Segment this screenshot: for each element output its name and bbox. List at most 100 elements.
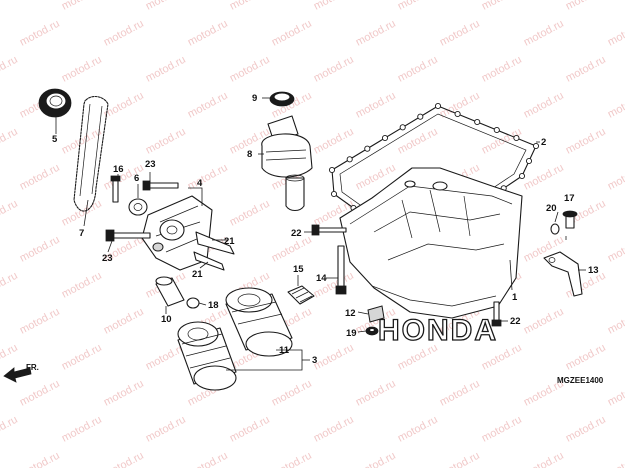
- watermark-text: motod.ru: [438, 378, 482, 409]
- watermark-text: motod.ru: [144, 54, 188, 85]
- oil-pipe-10[interactable]: [155, 276, 185, 307]
- washer-20[interactable]: [550, 223, 560, 235]
- callout-4: 4: [197, 178, 203, 189]
- diagram-code: MGZEE1400: [557, 376, 604, 385]
- watermark-text: motod.ru: [606, 450, 625, 468]
- callout-15: 15: [293, 264, 304, 275]
- callout-17: 17: [564, 193, 575, 204]
- callout-18: 18: [208, 300, 219, 311]
- bolt-16[interactable]: [110, 175, 121, 203]
- callout-9: 9: [252, 93, 257, 104]
- watermark-text: motod.ru: [0, 0, 20, 13]
- bolt-22-right[interactable]: [491, 301, 502, 327]
- leader-lines: [55, 97, 586, 371]
- watermark-text: motod.ru: [564, 342, 608, 373]
- gasket-hole: [518, 172, 526, 180]
- arrow-left-icon: [3, 367, 32, 383]
- bolt-23-upper[interactable]: [142, 180, 179, 191]
- watermark-text: motod.ru: [564, 126, 608, 157]
- watermark-text: motod.ru: [18, 450, 62, 468]
- watermark-text: motod.ru: [480, 126, 524, 157]
- watermark-text: motod.ru: [0, 270, 20, 301]
- watermark-text: motod.ru: [480, 414, 524, 445]
- front-direction-label: FR.: [26, 363, 39, 372]
- watermark-text: motod.ru: [186, 450, 230, 468]
- clip-12[interactable]: [367, 305, 385, 323]
- bracket-13[interactable]: [543, 251, 583, 297]
- gasket-hole: [532, 142, 540, 150]
- watermark-text: motod.ru: [0, 198, 20, 229]
- watermark-text: motod.ru: [186, 18, 230, 49]
- watermark-text: motod.ru: [438, 450, 482, 468]
- honda-brand-mark: HONDA: [378, 314, 498, 347]
- watermark-text: motod.ru: [522, 162, 566, 193]
- stud-bolt-14[interactable]: [335, 245, 347, 295]
- gasket-hole: [434, 102, 442, 110]
- bolt-23-lower[interactable]: [105, 229, 151, 242]
- watermark-text: motod.ru: [270, 378, 314, 409]
- callout-labels: 1 2 3 4 5 6 7 8 9 10 11 12 13 14 15 16 1…: [52, 93, 599, 366]
- watermark-text: motod.ru: [228, 0, 272, 13]
- watermark-text: motod.ru: [312, 126, 356, 157]
- nipple-15[interactable]: [287, 285, 315, 305]
- oil-pan[interactable]: [339, 167, 523, 319]
- gasket-hole: [513, 134, 520, 142]
- watermark-text: motod.ru: [480, 54, 524, 85]
- oil-filter-cartridge-front[interactable]: [177, 321, 237, 391]
- callout-5: 5: [52, 134, 58, 145]
- watermark-text: motod.ru: [522, 306, 566, 337]
- watermark-text: motod.ru: [18, 378, 62, 409]
- oil-pump-sprocket[interactable]: [38, 88, 72, 118]
- callout-8: 8: [247, 149, 252, 160]
- watermark-text: motod.ru: [522, 90, 566, 121]
- watermark-text: motod.ru: [564, 414, 608, 445]
- watermark-text: motod.ru: [606, 162, 625, 193]
- callout-23b: 23: [102, 253, 113, 264]
- callout-21a: 21: [224, 236, 235, 247]
- oil-strainer[interactable]: [261, 115, 313, 212]
- watermark-text: motod.ru: [606, 234, 625, 265]
- callout-6: 6: [134, 173, 139, 184]
- callout-12: 12: [345, 308, 356, 319]
- sealing-washer-19[interactable]: [365, 326, 379, 336]
- gasket-hole: [328, 166, 336, 174]
- watermark-text: motod.ru: [270, 18, 314, 49]
- watermark-text: motod.ru: [60, 54, 104, 85]
- watermark-text: motod.ru: [354, 378, 398, 409]
- watermark-text: motod.ru: [312, 54, 356, 85]
- watermark-text: motod.ru: [312, 414, 356, 445]
- watermark-text: motod.ru: [396, 54, 440, 85]
- callout-22b: 22: [510, 316, 521, 327]
- callout-19: 19: [346, 328, 357, 339]
- watermark-text: motod.ru: [564, 0, 608, 13]
- watermark-text: motod.ru: [522, 18, 566, 49]
- watermark-text: motod.ru: [102, 18, 146, 49]
- watermark-text: motod.ru: [228, 54, 272, 85]
- watermark-text: motod.ru: [312, 0, 356, 13]
- watermark-text: motod.ru: [186, 90, 230, 121]
- gear-6[interactable]: [128, 198, 148, 216]
- callout-13: 13: [588, 265, 599, 276]
- watermark-text: motod.ru: [102, 450, 146, 468]
- callout-3: 3: [312, 355, 317, 366]
- gasket-hole: [474, 118, 481, 126]
- gasket-hole: [346, 156, 353, 163]
- callout-11: 11: [279, 345, 290, 356]
- callout-21b: 21: [192, 269, 203, 280]
- o-ring-9[interactable]: [269, 91, 295, 107]
- o-ring-18[interactable]: [186, 297, 200, 309]
- drain-bolt-17[interactable]: [562, 210, 578, 229]
- gasket-hole: [399, 124, 406, 131]
- watermark-text: motod.ru: [396, 0, 440, 13]
- watermark-text: motod.ru: [18, 234, 62, 265]
- watermark-text: motod.ru: [312, 342, 356, 373]
- watermark-text: motod.ru: [606, 18, 625, 49]
- callout-10: 10: [161, 314, 172, 325]
- watermark-text: motod.ru: [60, 342, 104, 373]
- bolt-22-left[interactable]: [311, 224, 347, 236]
- callout-22a: 22: [291, 228, 302, 239]
- callout-23a: 23: [145, 159, 156, 170]
- oil-pump-assembly[interactable]: [141, 195, 235, 271]
- watermark-text: motod.ru: [0, 126, 20, 157]
